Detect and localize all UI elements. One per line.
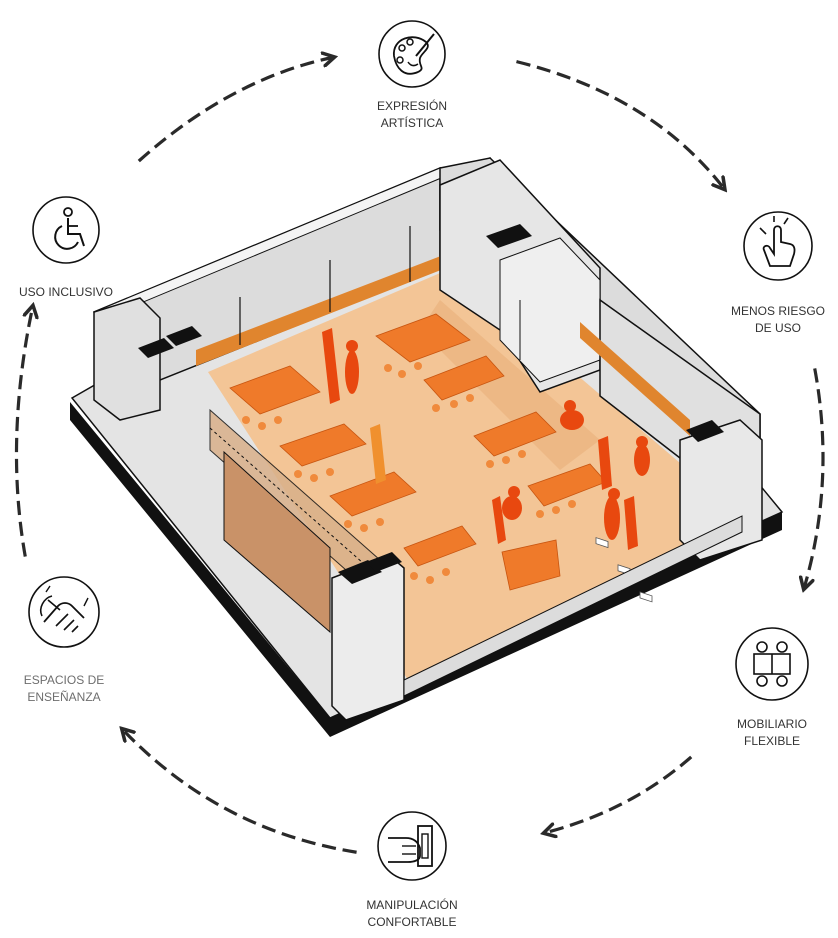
person-figure bbox=[560, 410, 584, 430]
front-column-cap-2 bbox=[366, 552, 402, 572]
arrow-manipulacion-to-espacios bbox=[125, 732, 357, 854]
right-column-cap bbox=[686, 420, 724, 442]
arrow-espacios-to-uso bbox=[14, 310, 32, 557]
easel bbox=[370, 424, 386, 484]
chair bbox=[294, 470, 302, 478]
chair bbox=[518, 450, 526, 458]
label-mobiliario-line1: MOBILIARIO bbox=[736, 717, 807, 731]
chair bbox=[414, 362, 422, 370]
chair bbox=[442, 568, 450, 576]
person-figure bbox=[345, 350, 359, 394]
chair bbox=[432, 404, 440, 412]
person-figure bbox=[634, 444, 650, 476]
table bbox=[375, 313, 471, 363]
label-espacios-line2: ENSEÑANZA bbox=[27, 690, 101, 704]
label-menos-riesgo-line1: MENOS RIESGO bbox=[730, 304, 825, 318]
chair bbox=[466, 394, 474, 402]
chair bbox=[376, 518, 384, 526]
chair bbox=[242, 416, 250, 424]
chair bbox=[450, 400, 458, 408]
label-espacios-line1: ESPACIOS DE bbox=[23, 673, 105, 687]
chair bbox=[426, 576, 434, 584]
label-expresion: EXPRESIÓN ARTÍSTICA bbox=[362, 98, 462, 132]
easel bbox=[624, 496, 638, 550]
table bbox=[423, 355, 505, 401]
chair bbox=[310, 474, 318, 482]
icon-menos-riesgo bbox=[743, 211, 813, 281]
label-espacios: ESPACIOS DE ENSEÑANZA bbox=[14, 672, 114, 706]
service-block-dark bbox=[486, 224, 532, 248]
icon-espacios bbox=[28, 576, 100, 648]
figures bbox=[322, 328, 650, 550]
label-mobiliario-line2: FLEXIBLE bbox=[743, 734, 801, 748]
table bbox=[229, 365, 321, 415]
label-menos-riesgo: MENOS RIESGO DE USO bbox=[718, 303, 838, 337]
chair bbox=[274, 416, 282, 424]
classroom-isometric bbox=[70, 157, 784, 737]
chair bbox=[360, 524, 368, 532]
label-uso-inclusivo: USO INCLUSIVO bbox=[6, 284, 126, 301]
chair bbox=[568, 500, 576, 508]
label-mobiliario: MOBILIARIO FLEXIBLE bbox=[722, 716, 822, 750]
label-menos-riesgo-line2: DE USO bbox=[754, 321, 801, 335]
left-column-cap bbox=[138, 338, 174, 358]
chair bbox=[258, 422, 266, 430]
person-figure bbox=[604, 496, 620, 540]
label-manipulacion-line2: CONFORTABLE bbox=[367, 915, 457, 929]
front-wall-lower bbox=[403, 515, 743, 697]
chair bbox=[410, 572, 418, 580]
chairs bbox=[242, 362, 576, 584]
back-wall-shelf bbox=[196, 254, 446, 366]
easel bbox=[322, 328, 340, 404]
chair bbox=[536, 510, 544, 518]
easel bbox=[598, 436, 612, 490]
front-cabinet bbox=[223, 450, 331, 634]
left-wall bbox=[93, 297, 161, 421]
floor-shadow bbox=[420, 300, 600, 470]
front-column bbox=[331, 555, 405, 721]
arrow-menos-riesgo-to-mobiliario bbox=[805, 368, 825, 585]
arrow-mobiliario-to-manipulacion bbox=[548, 755, 693, 832]
table bbox=[473, 411, 557, 457]
left-corner-cap bbox=[166, 326, 202, 346]
person-figure bbox=[502, 496, 522, 520]
cycle-arrows bbox=[14, 58, 825, 854]
chair bbox=[502, 456, 510, 464]
chair bbox=[344, 520, 352, 528]
icon-uso-inclusivo bbox=[32, 196, 100, 264]
label-expresion-line2: ARTÍSTICA bbox=[380, 116, 444, 130]
chair bbox=[384, 364, 392, 372]
arrow-uso-to-expresion bbox=[137, 58, 330, 163]
table bbox=[403, 525, 477, 567]
table bbox=[329, 471, 417, 517]
table bbox=[501, 539, 561, 591]
easel bbox=[492, 496, 506, 544]
tables bbox=[229, 313, 607, 591]
label-manipulacion-line1: MANIPULACIÓN bbox=[366, 898, 458, 912]
icon-manipulacion bbox=[377, 811, 447, 881]
icon-mobiliario bbox=[735, 627, 809, 701]
label-manipulacion: MANIPULACIÓN CONFORTABLE bbox=[352, 897, 472, 931]
icon-expresion bbox=[378, 20, 446, 88]
arrow-expresion-to-menos-riesgo bbox=[516, 60, 722, 186]
chair bbox=[326, 468, 334, 476]
sink-counter bbox=[580, 322, 690, 436]
chair bbox=[552, 506, 560, 514]
chair bbox=[398, 370, 406, 378]
chair bbox=[486, 460, 494, 468]
label-uso-inclusivo-line1: USO INCLUSIVO bbox=[18, 285, 114, 299]
table bbox=[279, 423, 367, 467]
label-expresion-line1: EXPRESIÓN bbox=[376, 99, 448, 113]
